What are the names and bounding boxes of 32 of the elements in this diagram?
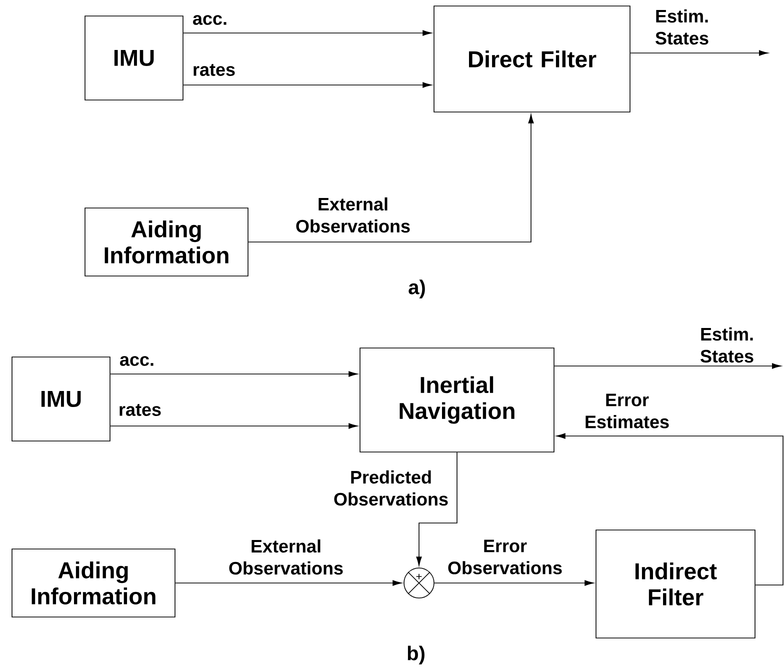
arrow [175,580,402,586]
block-box: Inertial Navigation [360,348,554,452]
block-box: IMU [84,16,184,100]
block-box: Aiding Information [12,548,176,618]
block-box: Direct Filter [434,6,630,112]
edge-label: External Observations [296,197,410,233]
edge-label: Error Estimates [586,394,669,428]
arrow [556,433,784,586]
arrow [416,452,458,566]
arrow [183,30,432,36]
edge-label: Error Observations [448,540,562,574]
edge-label: acc. [120,356,154,366]
edge-label: Estim. States [656,9,708,45]
edge-label: Predicted Observations [334,470,448,506]
edge-label: Estim. States [700,327,754,363]
arrow [183,82,432,88]
block-box: Aiding Information [84,208,248,276]
arrow [110,423,358,429]
block-box: IMU [12,356,110,442]
block-box: Indirect Filter [596,530,756,638]
edge-label: rates [120,404,161,416]
edge-label: External Observations [229,539,343,575]
edge-label: rates [194,64,235,76]
arrow [110,371,358,377]
arrow [554,363,782,369]
panel-label: b) [408,646,424,664]
panel-label: a) [408,280,425,298]
arrow [434,580,594,586]
arrow [248,114,534,242]
summing-junction: + [404,568,434,598]
edge-label: acc. [193,15,226,25]
arrow [630,50,768,56]
